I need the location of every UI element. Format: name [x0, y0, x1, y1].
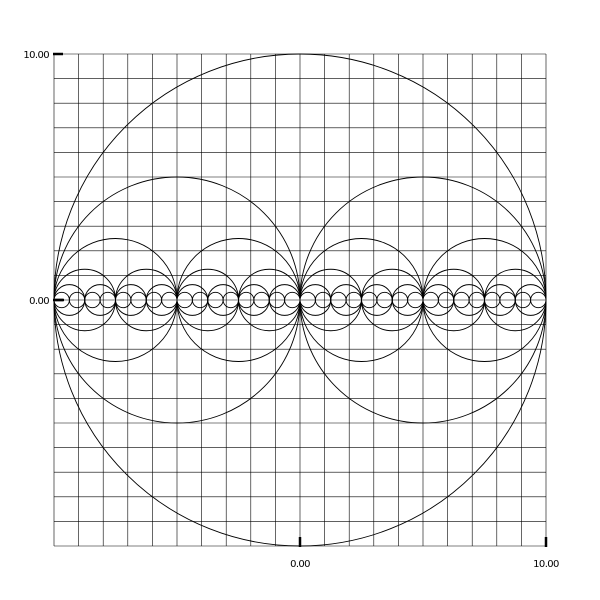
x-tick-label: 10.00: [533, 559, 559, 570]
x-tick-label: 0.00: [290, 559, 310, 570]
axis-ticks: [53, 52, 548, 547]
grid: [53, 53, 547, 547]
circle: [530, 291, 547, 309]
y-tick-label: 0.00: [29, 296, 49, 307]
y-tick-label: 10.00: [23, 50, 49, 61]
tick-labels: 0.00 10.00 10.00 0.00: [23, 50, 559, 570]
